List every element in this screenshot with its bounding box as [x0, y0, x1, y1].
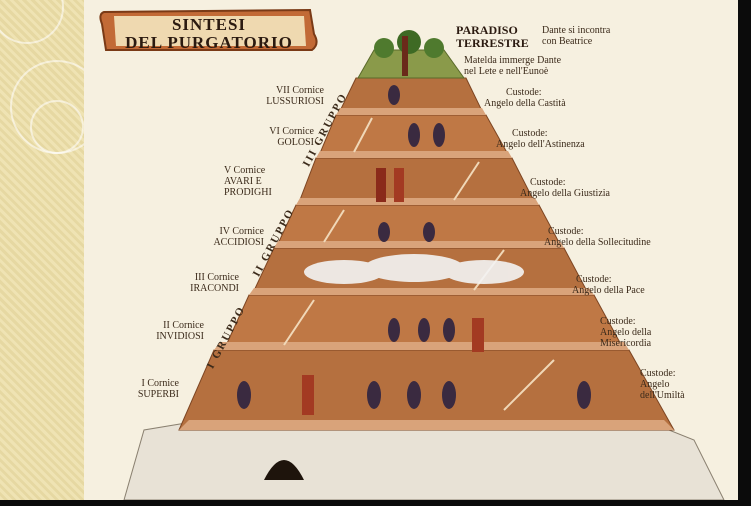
custode-4-label: Custode: Angelo della Sollecitudine [544, 226, 651, 248]
custode-1-line-2: Angelo [640, 379, 670, 390]
paradiso-note-line-2: con Beatrice [542, 36, 593, 47]
cornice-3-label: III Cornice IRACONDI [159, 272, 239, 294]
terrace-7 [336, 77, 486, 116]
smoke-cloud [304, 254, 524, 284]
custode-1-line-1: Custode: [640, 368, 676, 379]
left-decorative-panel [0, 0, 104, 500]
matelda-note: Matelda immerge Dante nel Lete e nell'Eu… [464, 55, 561, 77]
cornice-3-line-1: III Cornice [194, 272, 239, 283]
base-rocks [123, 419, 725, 500]
terrace-4 [274, 204, 564, 249]
purgatorio-illustration: SINTESI DEL PURGATORIO PARADISO TERRESTR… [84, 0, 738, 500]
custode-1-label: Custode: Angelo dell'Umiltà [640, 368, 685, 401]
cornice-1-label: I Cornice SUPERBI [99, 378, 179, 400]
title-banner: SINTESI DEL PURGATORIO [98, 4, 320, 56]
cave-entrance [264, 460, 304, 480]
paradiso-title: PARADISO TERRESTRE [456, 24, 529, 50]
custode-3-line-2: Angelo della Pace [572, 285, 645, 296]
custode-3-line-1: Custode: [576, 274, 612, 285]
terrace-5 [296, 157, 539, 206]
paradiso-terrestre-top [357, 30, 465, 79]
cornice-1-line-1: I Cornice [141, 378, 180, 389]
cornice-2-line-2: INVIDIOSI [156, 331, 204, 342]
paradiso-title-line-2: TERRESTRE [456, 36, 529, 50]
cornice-5-line-1: V Cornice [224, 165, 266, 176]
custode-7-line-1: Custode: [506, 87, 542, 98]
cornice-5-label: V Cornice AVARI E PRODIGHI [224, 165, 304, 198]
mountain-drawing [123, 30, 725, 500]
custode-3-label: Custode: Angelo della Pace [572, 274, 645, 296]
figures [237, 85, 591, 415]
decorative-ring [0, 0, 64, 44]
cornice-7-label: VII Cornice LUSSURIOSI [244, 85, 324, 107]
custode-2-line-1: Custode: [600, 316, 636, 327]
paradiso-title-line-1: PARADISO [456, 23, 518, 37]
cornice-4-line-2: ACCIDIOSI [213, 237, 264, 248]
cornice-7-line-1: VII Cornice [275, 85, 324, 96]
custode-6-line-2: Angelo dell'Astinenza [496, 139, 585, 150]
cornice-5-line-3: PRODIGHI [224, 187, 272, 198]
cornice-1-line-2: SUPERBI [137, 389, 179, 400]
cornice-7-line-2: LUSSURIOSI [266, 96, 324, 107]
matelda-line-2: nel Lete e nell'Eunoè [464, 66, 549, 77]
scroll-icon [99, 8, 318, 51]
custode-1-line-3: dell'Umiltà [640, 390, 685, 401]
cornice-6-label: VI Cornice GOLOSI [234, 126, 314, 148]
paradiso-note-line-1: Dante si incontra [542, 25, 611, 36]
custode-2-label: Custode: Angelo della Misericordia [600, 316, 651, 349]
custode-7-label: Custode: Angelo della Castità [484, 87, 566, 109]
paradiso-note: Dante si incontra con Beatrice [542, 25, 610, 47]
cornice-2-label: II Cornice INVIDIOSI [124, 320, 204, 342]
custode-4-line-1: Custode: [548, 226, 584, 237]
custode-2-line-3: Misericordia [600, 338, 652, 349]
custode-6-label: Custode: Angelo dell'Astinenza [496, 128, 585, 150]
custode-2-line-2: Angelo della [600, 327, 652, 338]
cornice-4-label: IV Cornice ACCIDIOSI [184, 226, 264, 248]
custode-6-line-1: Custode: [512, 128, 548, 139]
cornice-6-line-1: VI Cornice [269, 126, 314, 137]
title-line-1: SINTESI [171, 15, 247, 34]
matelda-line-1: Matelda immerge Dante [464, 55, 562, 66]
cornice-2-line-1: II Cornice [163, 320, 204, 331]
terrace-1 [178, 349, 675, 431]
cornice-4-line-1: IV Cornice [219, 226, 264, 237]
custode-5-line-2: Angelo della Giustizia [520, 188, 610, 199]
custode-7-line-2: Angelo della Castità [484, 98, 566, 109]
title-line-2: DEL PURGATORIO [125, 33, 293, 52]
cornice-6-line-2: GOLOSI [277, 137, 314, 148]
custode-5-label: Custode: Angelo della Giustizia [520, 177, 610, 199]
custode-5-line-1: Custode: [530, 177, 566, 188]
decorative-ring [30, 100, 84, 154]
page-title: SINTESI DEL PURGATORIO [98, 16, 320, 52]
cornice-5-line-2: AVARI E [224, 176, 262, 187]
cornice-3-line-2: IRACONDI [190, 283, 239, 294]
custode-4-line-2: Angelo della Sollecitudine [544, 237, 651, 248]
